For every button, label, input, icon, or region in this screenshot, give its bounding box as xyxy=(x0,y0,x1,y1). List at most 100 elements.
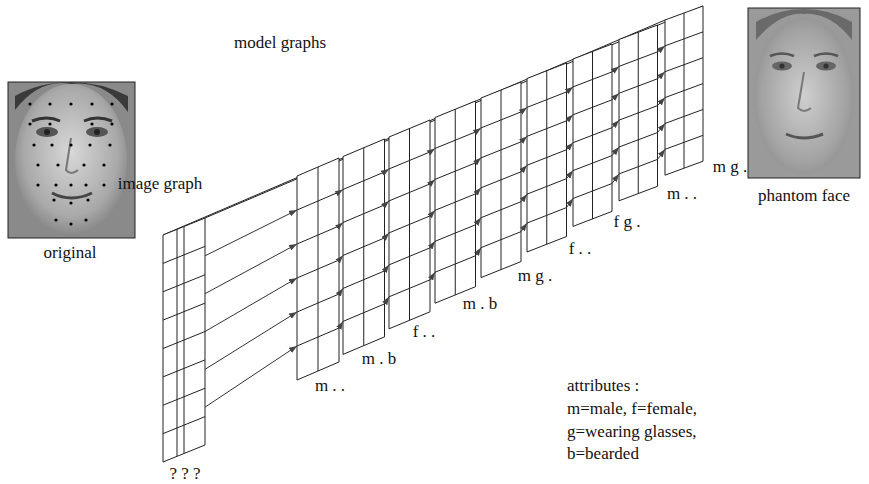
model-graph xyxy=(527,63,567,252)
attribute-code: m g . xyxy=(518,267,552,284)
correspondence-arrow xyxy=(521,194,527,202)
correspondence-arrow xyxy=(567,115,574,121)
image-graph xyxy=(163,218,205,462)
correspondence-arrow xyxy=(430,241,435,248)
correspondence-arrow xyxy=(476,218,482,225)
image-graph-row xyxy=(163,332,205,349)
model-graph xyxy=(297,158,339,380)
correspondence-arrow xyxy=(567,199,574,208)
attribute-code: m . . xyxy=(315,377,345,394)
correspondence-arrow xyxy=(521,107,527,112)
key-line: b=bearded xyxy=(567,445,639,462)
image-caption: original xyxy=(44,244,97,261)
key-heading: attributes : xyxy=(567,377,639,394)
original-face-photo xyxy=(8,82,135,238)
image-graph-column xyxy=(177,229,178,456)
model-graph-row xyxy=(435,132,476,149)
image-graph-row xyxy=(163,275,205,292)
model-graph-row xyxy=(389,280,430,297)
model-graph xyxy=(665,6,703,175)
model-graph xyxy=(389,120,430,329)
model-graph-row xyxy=(343,172,385,190)
correspondence-arrow xyxy=(567,171,574,179)
correspondence-arrow xyxy=(385,297,390,304)
model-graph xyxy=(573,44,612,226)
model-graph-row xyxy=(389,248,430,265)
correspondence-arrow xyxy=(430,210,435,216)
attribute-code: f . . xyxy=(569,240,592,257)
correspondence-arrow xyxy=(339,222,343,226)
correspondence-arrow xyxy=(476,248,482,256)
model-graph-row xyxy=(665,135,703,149)
model-graph-row xyxy=(435,163,476,180)
image-graph-row xyxy=(163,360,205,377)
correspondence-arrow xyxy=(658,98,666,106)
correspondence-arrow xyxy=(339,189,343,192)
model-graph-row xyxy=(481,232,521,248)
model-graph-row xyxy=(297,192,339,210)
model-graph-row xyxy=(573,72,612,87)
key-line: m=male, f=female, xyxy=(567,400,697,417)
image-graph-row xyxy=(163,388,205,405)
correspondence-arrow xyxy=(205,278,297,332)
attribute-code: m g . xyxy=(713,158,747,175)
model-graph-row xyxy=(343,304,385,322)
model-graph-row xyxy=(481,202,521,218)
model-graph-row xyxy=(527,179,567,195)
heading-label: image graph xyxy=(118,175,203,192)
correspondence-arrow xyxy=(339,255,343,260)
correspondence-arrow xyxy=(521,165,527,172)
model-graph-row xyxy=(527,208,567,224)
model-graph-row xyxy=(527,150,567,166)
model-graph-row xyxy=(389,216,430,233)
model-graph-row xyxy=(619,106,658,121)
model-graph-row xyxy=(343,271,385,289)
model-graph-row xyxy=(619,52,658,66)
model-graph xyxy=(435,101,476,303)
model-graph-row xyxy=(481,112,521,128)
model-graph-row xyxy=(389,184,430,201)
model-graph-row xyxy=(619,159,658,174)
model-graph-row xyxy=(665,109,703,123)
correspondence-arrow xyxy=(339,321,343,328)
correspondence-arrow xyxy=(612,120,619,128)
correspondence-arrow xyxy=(430,148,435,152)
model-graph-row xyxy=(573,156,612,171)
model-graph-row xyxy=(573,100,612,115)
correspondence-arrow xyxy=(567,143,574,150)
correspondence-arrow xyxy=(521,223,527,232)
correspondence-arrow xyxy=(385,265,390,271)
model-graph-row xyxy=(481,172,521,188)
correspondence-arrow xyxy=(612,174,619,184)
correspondence-arrow xyxy=(205,210,297,256)
model-graph-row xyxy=(297,260,339,278)
model-graph-row xyxy=(389,152,430,169)
correspondence-arrow xyxy=(430,179,435,184)
model-graph xyxy=(481,82,521,278)
model-graph-row xyxy=(297,226,339,244)
correspondence-arrow xyxy=(658,46,666,52)
correspondence-arrow xyxy=(612,147,619,156)
model-graph xyxy=(619,25,658,201)
correspondence-arrow xyxy=(612,93,619,100)
model-graph-row xyxy=(297,328,339,346)
model-graph-row xyxy=(343,238,385,256)
correspondence-arrow xyxy=(430,272,435,280)
model-graph-row xyxy=(665,58,703,72)
model-graph-row xyxy=(435,256,476,273)
correspondence-arrow xyxy=(385,233,390,238)
attribute-code: f . . xyxy=(413,323,436,340)
attribute-code: ? ? ? xyxy=(169,465,200,482)
attribute-code: m . b xyxy=(362,350,396,367)
correspondence-arrow xyxy=(567,87,574,92)
correspondence-arrow xyxy=(385,201,390,205)
correspondence-arrow xyxy=(205,312,297,369)
image-caption: phantom face xyxy=(758,187,850,204)
model-graph-row xyxy=(573,128,612,143)
correspondence-arrow xyxy=(612,66,619,72)
model-graph-row xyxy=(297,294,339,312)
model-graph-row xyxy=(619,79,658,94)
model-graph-row xyxy=(527,121,567,136)
correspondence-arrow xyxy=(339,288,343,294)
